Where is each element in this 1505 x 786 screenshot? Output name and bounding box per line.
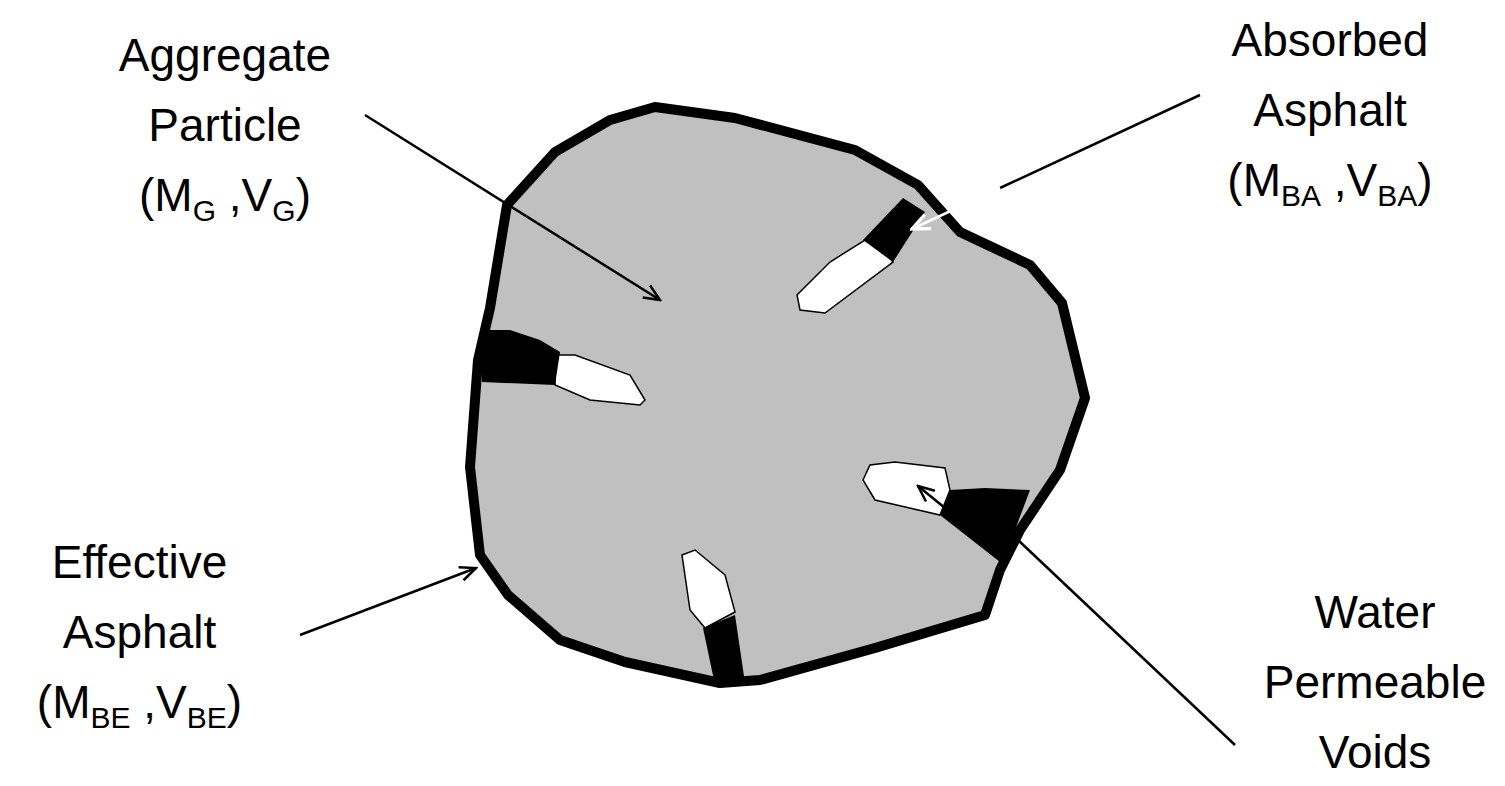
label-text: Water Permeable Voids (1264, 586, 1486, 778)
callout-label: Absorbed Asphalt(MBA ,VBA) (1180, 5, 1480, 215)
symbol-text: ) (1417, 154, 1432, 206)
subscript-text: BE (187, 701, 227, 734)
subscript-text: BA (1281, 179, 1321, 212)
symbol-text: ) (296, 169, 311, 221)
leader-line (1018, 540, 1235, 745)
permeable-void (555, 355, 645, 405)
subscript-text: BA (1377, 179, 1417, 212)
callout-label: Water Permeable Voids (1250, 577, 1500, 786)
leader-line (918, 486, 945, 508)
subscript-text: G (272, 194, 295, 227)
symbol-text: ,V (131, 676, 187, 728)
callout-label: Effective Asphalt(MBE ,VBE) (7, 527, 272, 737)
symbol-formula: (MG ,VG) (65, 160, 385, 230)
symbol-text: ,V (1321, 154, 1377, 206)
absorbed-asphalt (863, 198, 925, 262)
symbol-text: ,V (216, 169, 272, 221)
absorbed-asphalt (480, 330, 560, 385)
subscript-text: G (193, 194, 216, 227)
absorbed-asphalt (703, 615, 745, 685)
callout-label: Aggregate Particle(MG ,VG) (65, 20, 385, 230)
label-text: Aggregate Particle (119, 29, 331, 151)
subscript-text: BE (91, 701, 131, 734)
label-text: Effective Asphalt (52, 536, 228, 658)
label-text: Absorbed Asphalt (1232, 14, 1429, 136)
permeable-void (682, 550, 735, 628)
leader-line (300, 568, 476, 635)
symbol-text: ) (227, 676, 242, 728)
leader-line (1000, 95, 1200, 188)
symbol-text: (M (139, 169, 193, 221)
symbol-text: (M (37, 676, 91, 728)
symbol-text: (M (1227, 154, 1281, 206)
symbol-formula: (MBE ,VBE) (7, 667, 272, 737)
aggregate-particle (470, 107, 1085, 683)
leader-line (365, 115, 660, 300)
leader-line (912, 188, 1000, 229)
permeable-void (863, 462, 950, 515)
absorbed-asphalt (940, 488, 1030, 562)
symbol-formula: (MBA ,VBA) (1180, 145, 1480, 215)
